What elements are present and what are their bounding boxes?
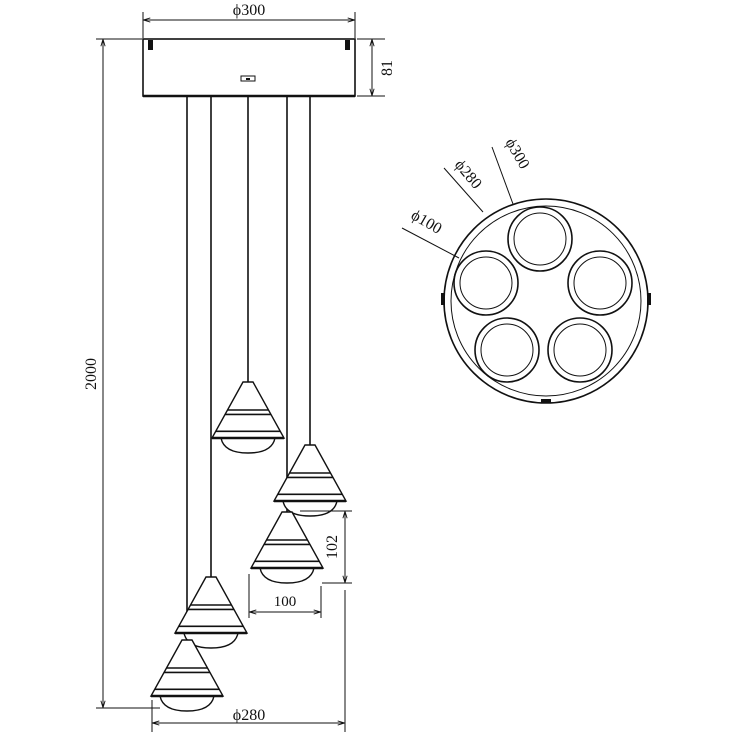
ceiling-canopy <box>142 38 356 98</box>
canopy-height-dimension: 81 <box>357 38 396 97</box>
pendant-shade-1 <box>210 381 286 454</box>
pendant-lamps <box>149 381 348 712</box>
shade-height-dimension: 102 <box>300 510 352 584</box>
shade-diameter-dimension: 100 <box>248 574 322 618</box>
top-ring-diameter-label: ϕ280 <box>451 157 485 193</box>
canopy-height-label: 81 <box>379 60 396 76</box>
top-lamp-5 <box>547 317 613 383</box>
top-lamp-4 <box>474 317 540 383</box>
spread-diameter-label: ϕ280 <box>233 707 265 724</box>
side-view: ϕ300 81 2000 <box>83 2 396 732</box>
pendant-shade-4 <box>173 576 249 649</box>
inner-ring-circle <box>450 205 642 397</box>
top-lamp-3 <box>567 250 633 316</box>
shade-diameter-label: 100 <box>274 594 297 610</box>
top-diameter-leaders: ϕ300 ϕ280 ϕ100 <box>401 136 533 259</box>
top-lamp-diameter-label: ϕ100 <box>408 207 445 238</box>
shade-height-label: 102 <box>324 535 341 559</box>
total-height-dimension: 2000 <box>83 38 160 709</box>
top-lamp-1 <box>507 206 573 272</box>
top-lamp-2 <box>453 250 519 316</box>
pendant-shade-2 <box>272 444 348 517</box>
pendant-shade-5 <box>149 639 225 712</box>
top-diameter-label: ϕ300 <box>233 2 265 19</box>
top-view-lamps <box>453 206 633 383</box>
total-height-label: 2000 <box>83 358 100 390</box>
top-outer-diameter-label: ϕ300 <box>502 136 533 173</box>
outer-canopy-circle <box>443 198 649 404</box>
spread-diameter-dimension: ϕ280 <box>151 590 346 732</box>
suspension-cables <box>186 96 311 640</box>
pendant-shade-3 <box>249 511 325 584</box>
top-diameter-dimension: ϕ300 <box>142 2 356 38</box>
top-view: ϕ300 ϕ280 ϕ100 <box>401 136 651 404</box>
